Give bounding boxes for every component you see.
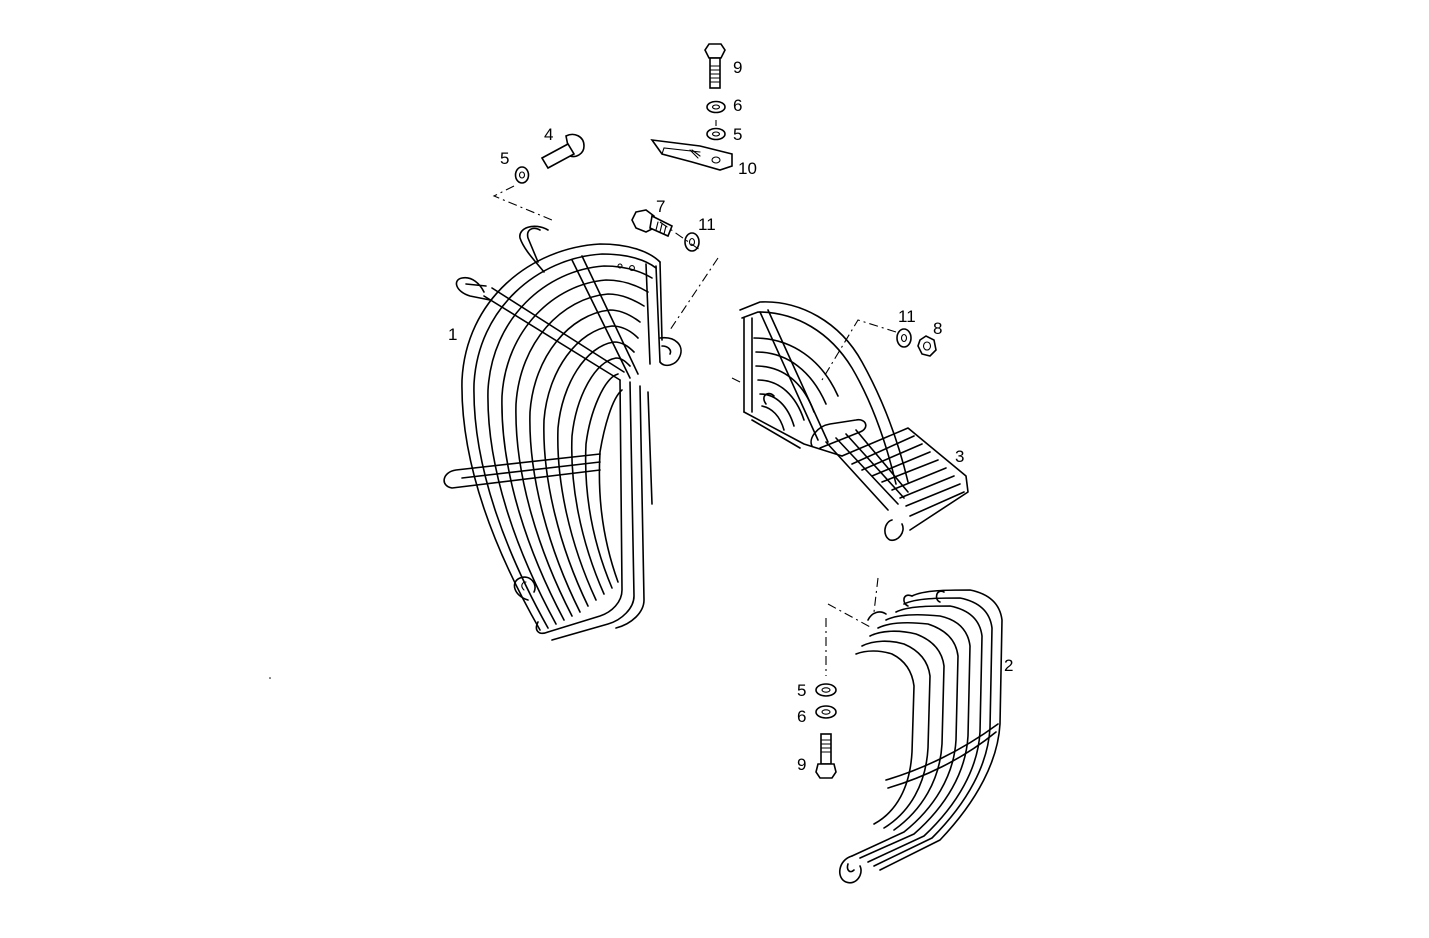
washer-5-lower [815, 683, 837, 697]
label-part-11-upper: 11 [698, 215, 716, 234]
bolt-9-top [704, 43, 726, 89]
label-part-3: 3 [955, 447, 964, 466]
label-part-9-lower: 9 [797, 755, 806, 774]
nut-8 [917, 335, 937, 357]
bolt-4 [540, 133, 585, 170]
label-part-9-top: 9 [733, 58, 742, 77]
label-part-6-top: 6 [733, 96, 742, 115]
assembly-centerlines [492, 120, 897, 676]
washer-6-lower [815, 705, 837, 719]
label-part-11-right: 11 [898, 307, 916, 326]
washer-5-top [706, 127, 726, 141]
label-part-2: 2 [1004, 656, 1013, 675]
bolt-7 [631, 209, 674, 238]
washer-5-left [514, 166, 530, 184]
label-part-1: 1 [448, 325, 457, 344]
label-part-7: 7 [656, 197, 665, 216]
label-part-5-left: 5 [500, 149, 509, 168]
stray-dot [269, 677, 271, 679]
label-part-5-lower: 5 [797, 681, 806, 700]
washer-11-upper [684, 232, 700, 252]
bolt-9-lower [815, 733, 837, 779]
label-part-10: 10 [738, 159, 757, 178]
callout-labels: 9 6 5 10 4 5 7 11 1 11 8 3 2 5 6 9 [448, 58, 1013, 774]
wire-guard-part-2 [839, 589, 1003, 884]
label-part-8: 8 [933, 319, 942, 338]
label-part-4: 4 [544, 125, 553, 144]
label-part-5-top: 5 [733, 125, 742, 144]
wire-guard-part-1 [443, 225, 682, 641]
wire-guard-part-3 [739, 301, 969, 542]
washer-6-top [706, 100, 726, 114]
label-part-6-lower: 6 [797, 707, 806, 726]
washer-11-right [896, 328, 912, 348]
plate-10 [650, 138, 733, 171]
